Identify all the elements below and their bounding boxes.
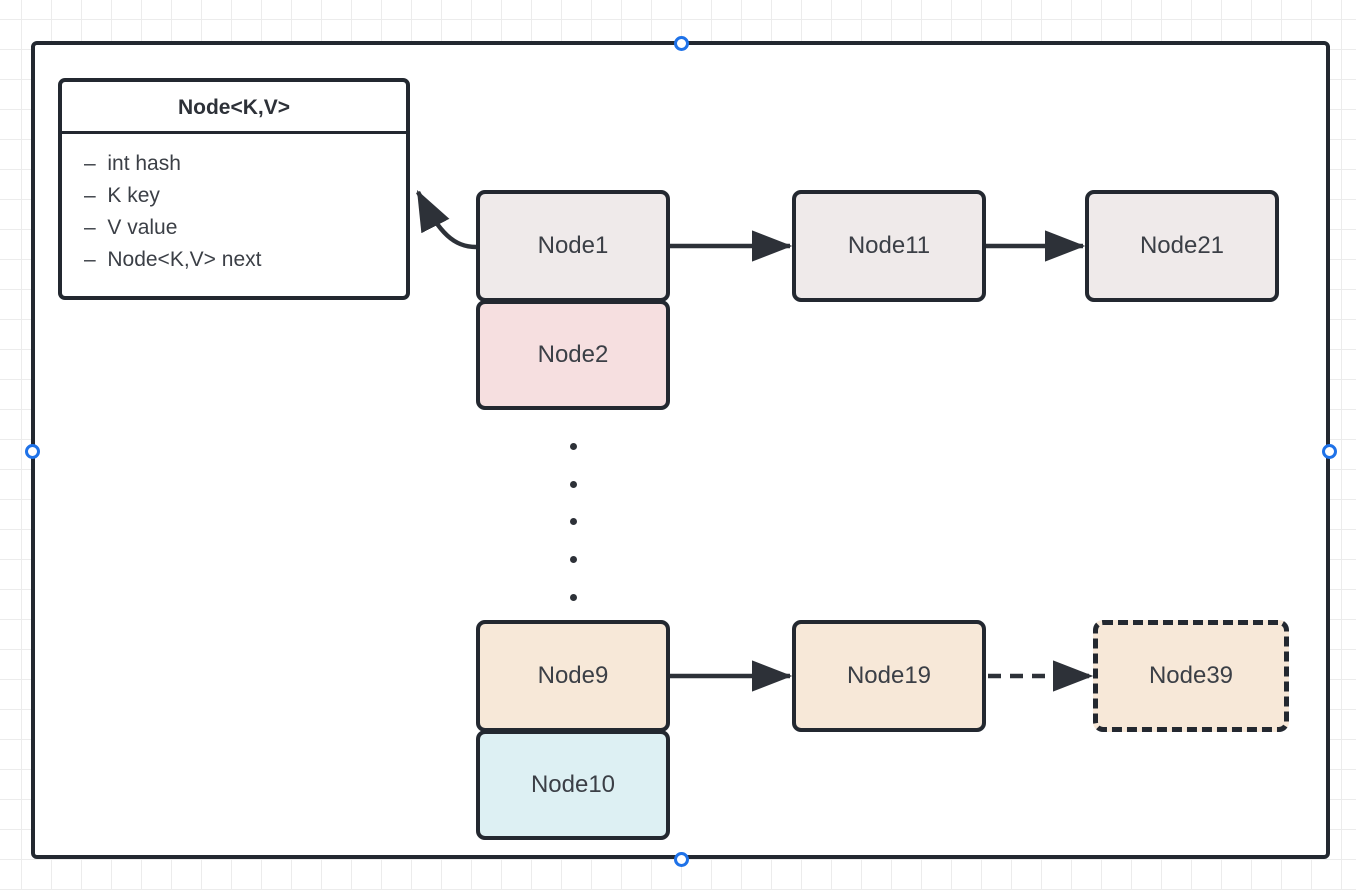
handle-top[interactable] (673, 35, 689, 51)
node-label: Node39 (1148, 662, 1234, 689)
node-label: Node11 (847, 232, 931, 259)
handle-right[interactable] (1321, 443, 1337, 459)
node-label: Node2 (537, 341, 609, 368)
node-label: Node21 (1139, 232, 1225, 259)
ellipsis-dot (569, 593, 577, 601)
ellipsis-dot (569, 555, 577, 563)
node-box-node11[interactable]: Node11 (792, 190, 986, 302)
node-label: Node10 (530, 771, 616, 798)
node-box-node1[interactable]: Node1 (476, 190, 670, 302)
ellipsis-dot (569, 442, 577, 450)
node-label: Node1 (537, 232, 609, 259)
node-box-node19[interactable]: Node19 (792, 620, 986, 732)
uml-attribute-row: – V value (84, 216, 178, 239)
handle-left[interactable] (24, 443, 40, 459)
node-box-node39[interactable]: Node39 (1093, 620, 1289, 732)
node-label: Node9 (537, 662, 609, 689)
uml-class-title: Node<K,V> (62, 82, 406, 134)
node-box-node9[interactable]: Node9 (476, 620, 670, 732)
ellipsis-dot (569, 517, 577, 525)
uml-attribute-list: – int hash – K key – V value – Node<K,V>… (62, 134, 406, 276)
node-label: Node19 (846, 662, 932, 689)
uml-attribute-row: – K key (84, 184, 160, 207)
ellipsis-dot (569, 480, 577, 488)
uml-class-box[interactable]: Node<K,V> – int hash – K key – V value –… (58, 78, 410, 300)
uml-attribute-row: – int hash (84, 152, 181, 175)
node-box-node21[interactable]: Node21 (1085, 190, 1279, 302)
node-box-node10[interactable]: Node10 (476, 730, 670, 840)
handle-bottom[interactable] (673, 851, 689, 867)
node-box-node2[interactable]: Node2 (476, 300, 670, 410)
uml-attribute-row: – Node<K,V> next (84, 248, 262, 271)
